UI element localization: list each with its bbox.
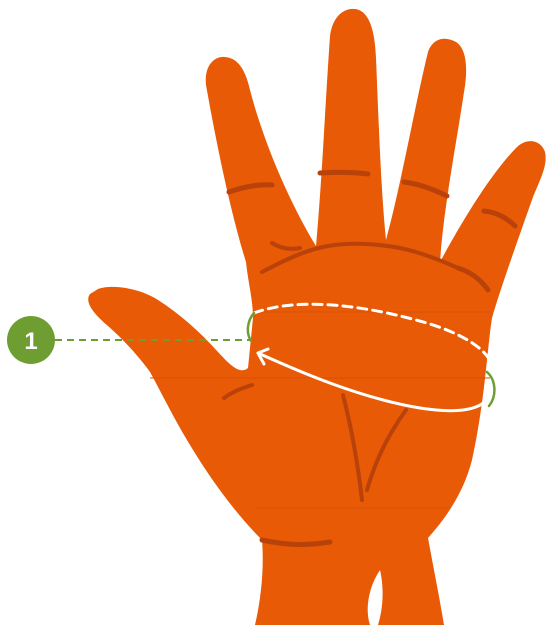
- hand-illustration: [88, 9, 545, 625]
- step-number: 1: [24, 328, 37, 355]
- crease-middle-upper: [320, 172, 368, 174]
- hand-silhouette: [88, 9, 545, 625]
- tape-right-edge: [487, 372, 494, 406]
